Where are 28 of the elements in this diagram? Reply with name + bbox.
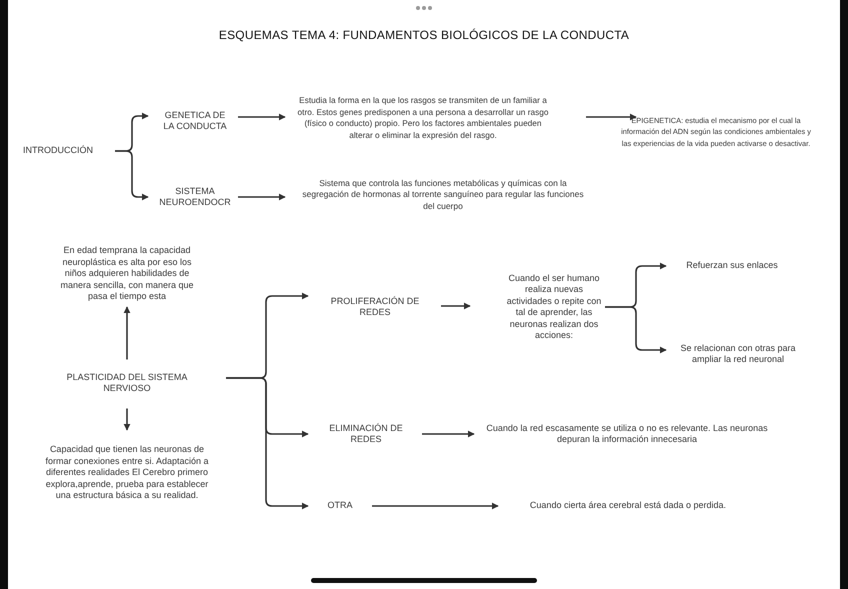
branch-label: PROLIFERACIÓN DE REDES — [330, 296, 420, 318]
description-text: Sistema que controla las funciones metabólicas y químicas con la segregación de hormonas al torrente sanguíneo para regular las funciones del cuerpo — [301, 178, 585, 212]
description-text: Cuando cierta área cerebral está dada o perdida. — [528, 500, 728, 512]
branch-label: ELIMINACIÓN DE REDES — [328, 422, 404, 446]
arrow — [586, 114, 637, 120]
arrow — [372, 502, 499, 510]
description-text: Estudia la forma en la que los rasgos se transmiten de un familiar a otro. Estos genes predisponen a una persona a desarrollar un rasgo (físico o conducto) propio. Pero los factores ambientales pueden alterar o eliminar la expresión del rasgo. — [296, 95, 550, 141]
arrow — [605, 306, 667, 354]
arrow — [238, 114, 286, 120]
description-text: En edad temprana la capacidad neuroplástica es alta por eso los niños adquieren habilidades de manera sencilla, con manera que pasa el tiempo esta — [59, 245, 195, 302]
branch-label: GENETICA DE LA CONDUCTA — [162, 110, 228, 132]
arrow — [124, 408, 130, 431]
description-text: Cuando el ser humano realiza nuevas actividades o repite con tal de aprender, las neuronas realizan dos acciones: — [506, 272, 602, 342]
arrow — [441, 302, 471, 310]
arrow — [226, 377, 309, 510]
description-text: Se relacionan con otras para ampliar la red neuronal — [680, 342, 796, 366]
topic-label: PLASTICIDAD DEL SISTEMA NERVIOSO — [66, 372, 188, 394]
title: ESQUEMAS TEMA 4: FUNDAMENTOS BIOLÓGICOS DE LA CONDUCTA — [218, 28, 630, 42]
description-text: Capacidad que tienen las neuronas de formar conexiones entre si. Adaptación a diferentes realidades El Cerebro primero explora,aprende, prueba para establecer una estructura básica a su realidad. — [44, 444, 210, 502]
branch-label: SISTEMA NEUROENDOCR — [158, 186, 232, 208]
arrow — [422, 430, 475, 438]
description-text: Refuerzan sus enlaces — [685, 260, 779, 272]
branch-label: OTRA — [326, 500, 354, 512]
arrow — [124, 306, 130, 360]
topic-label: INTRODUCCIÓN — [22, 145, 94, 156]
arrow — [115, 150, 149, 200]
arrow — [238, 194, 286, 200]
description-text: Cuando la red escasamente se utiliza o no es relevante. Las neuronas depuran la información innecesaria — [485, 422, 769, 446]
